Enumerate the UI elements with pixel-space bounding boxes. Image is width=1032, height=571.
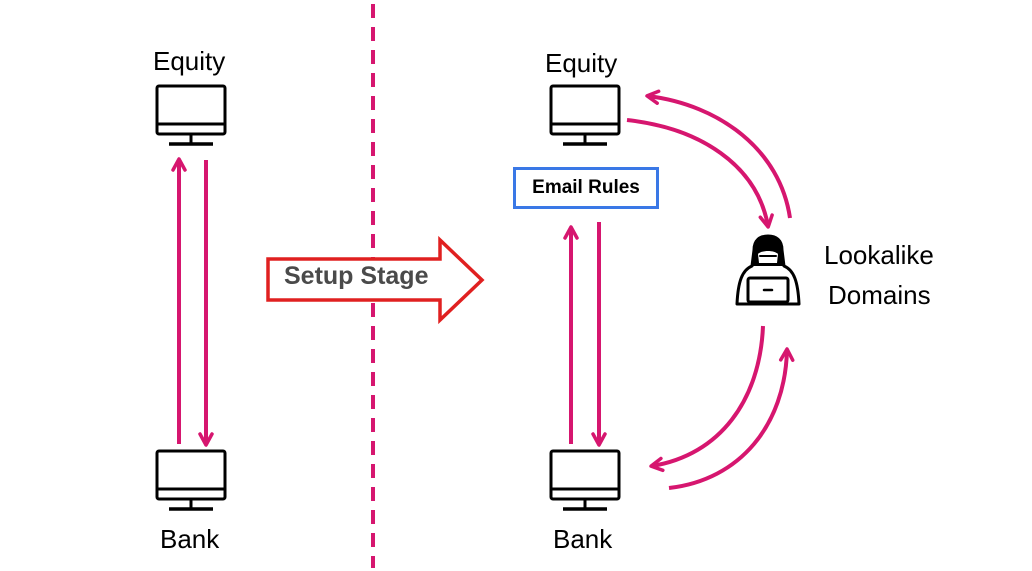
equity-label-left: Equity: [153, 46, 226, 76]
email-rules-box: Email Rules: [513, 167, 659, 209]
equity-to-attacker-arrow: [626, 118, 774, 229]
lookalike-label: Lookalike: [824, 240, 934, 270]
domains-label: Domains: [828, 280, 931, 310]
email-rules-label: Email Rules: [532, 177, 640, 198]
attacker-to-equity-arrow: [645, 89, 792, 219]
bank-label-left: Bank: [160, 524, 220, 554]
bank-computer-icon-right: [549, 449, 621, 511]
equity-computer-icon-right: [549, 84, 621, 146]
bank-computer-icon-left: [155, 449, 227, 511]
hacker-icon: [735, 234, 801, 306]
attacker-to-bank-arrow: [649, 325, 765, 473]
bank-label-right: Bank: [553, 524, 613, 554]
setup-stage-label: Setup Stage: [284, 262, 429, 290]
setup-stage-arrow: [266, 235, 485, 325]
equity-label-right: Equity: [545, 48, 618, 78]
equity-computer-icon-left: [155, 84, 227, 146]
bank-to-attacker-arrow: [668, 347, 795, 490]
